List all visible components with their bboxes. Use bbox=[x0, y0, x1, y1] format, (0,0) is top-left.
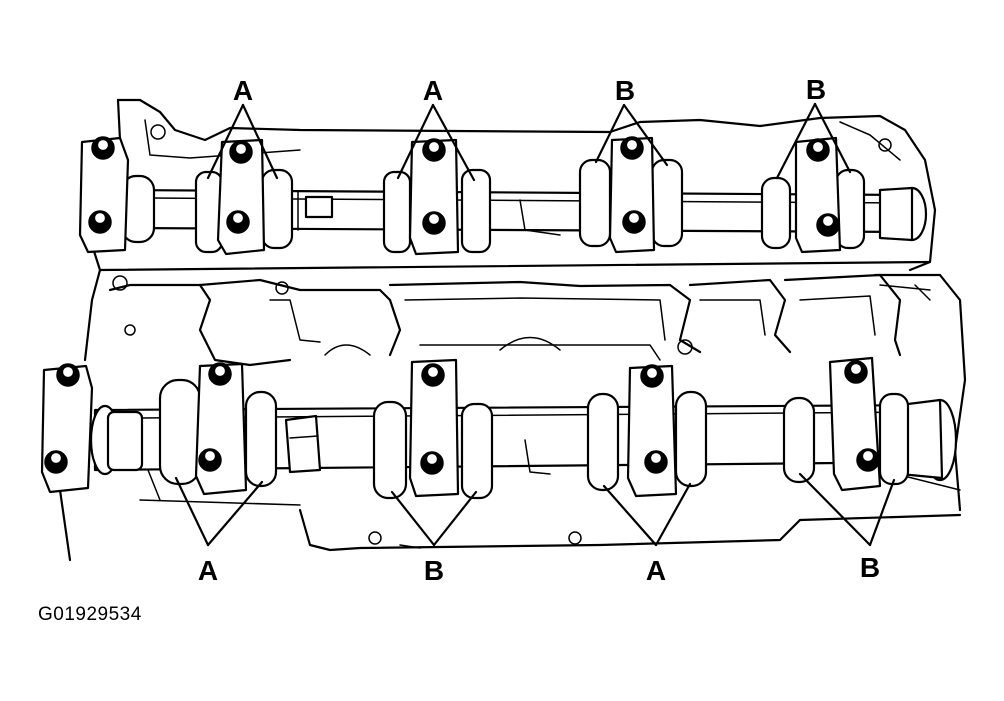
callout-label-bottom-1: A bbox=[198, 555, 218, 586]
lower-camshaft bbox=[89, 378, 958, 501]
callout-label-top-3: B bbox=[615, 75, 635, 106]
callout-label-bottom-4: B bbox=[860, 552, 880, 583]
callout-label-top-2: A bbox=[423, 75, 443, 106]
figure-code: G01929534 bbox=[38, 604, 142, 625]
callout-leaders bbox=[174, 102, 896, 547]
callout-label-top-4: B bbox=[806, 74, 826, 105]
upper-camshaft bbox=[118, 158, 928, 254]
callout-label-bottom-2: B bbox=[424, 555, 444, 586]
callout-label-bottom-3: A bbox=[646, 555, 666, 586]
upper-bearing-caps bbox=[78, 136, 842, 256]
callout-label-top-1: A bbox=[233, 75, 253, 106]
lower-bearing-caps bbox=[40, 356, 882, 498]
